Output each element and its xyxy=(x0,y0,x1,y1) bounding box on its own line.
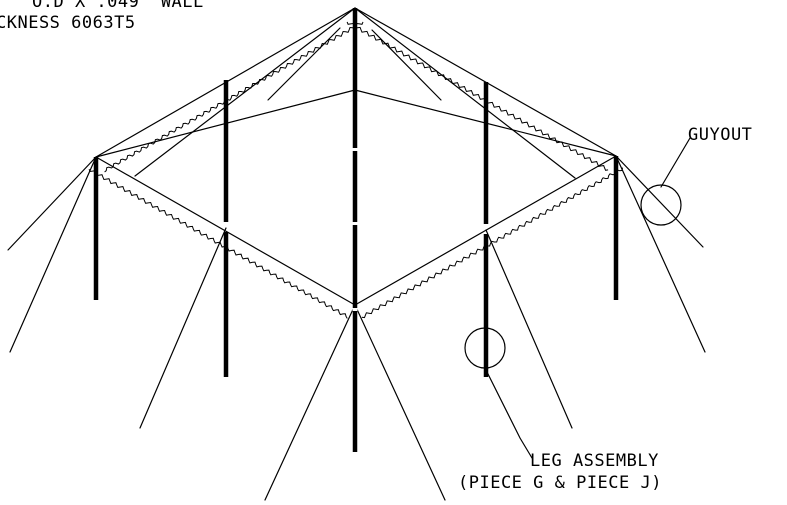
guyout-leader xyxy=(660,137,691,188)
guy-line-center-left xyxy=(264,304,356,501)
leg-assembly-leader xyxy=(484,367,533,459)
brace-right-2 xyxy=(371,29,442,101)
leg-assembly-pieces-label: (PIECE G & PIECE J) xyxy=(458,473,662,493)
eave-front-left xyxy=(95,156,356,306)
guy-line-right-2 xyxy=(615,155,706,353)
brace-left-1 xyxy=(134,7,356,177)
brace-right-1 xyxy=(354,7,576,179)
valance-front-left xyxy=(88,169,348,319)
valance-back-right xyxy=(346,21,609,171)
guy-line-left-2 xyxy=(9,156,97,353)
guy-line-right-front xyxy=(485,229,573,429)
guy-line-right-1 xyxy=(615,155,704,248)
guyout-callout-circle xyxy=(640,184,682,226)
brace-left-2 xyxy=(267,27,341,101)
guy-line-left-1 xyxy=(7,156,97,251)
guy-line-center-right xyxy=(354,304,446,501)
material-spec-line-1: O.D X .049" WALL xyxy=(32,0,204,12)
material-spec-line-2: CKNESS 6063T5 xyxy=(0,13,136,33)
eave-front-right xyxy=(354,155,617,306)
valance-back-left xyxy=(104,21,364,173)
valance-front-right xyxy=(361,167,624,319)
leg-assembly-label: LEG ASSEMBLY xyxy=(530,451,659,471)
guyout-label: GUYOUT xyxy=(688,125,753,145)
guy-line-left-front xyxy=(139,227,227,429)
